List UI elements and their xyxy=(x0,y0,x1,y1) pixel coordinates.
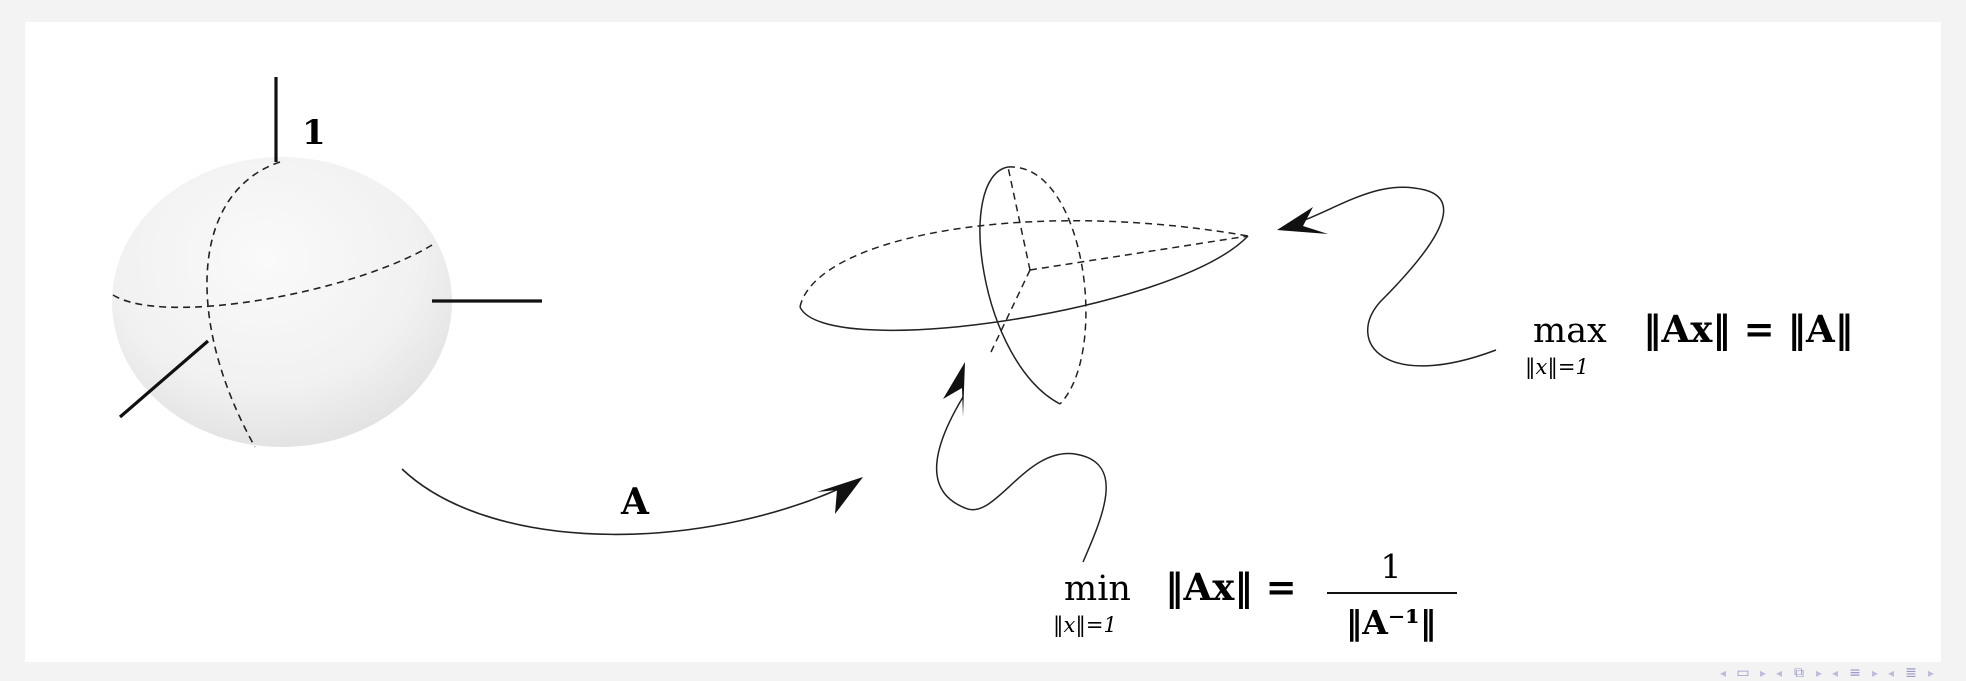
ellipsoid-axis-3 xyxy=(990,269,1031,353)
x-axis xyxy=(118,339,210,419)
max-equation-body: ‖Ax‖ = ‖A‖ xyxy=(1643,307,1853,352)
frame-icon[interactable]: ▭ xyxy=(1736,665,1750,681)
unit-sphere: 1 xyxy=(112,77,542,448)
max-operator: max xyxy=(1533,311,1607,351)
min-fraction-denominator: ‖A⁻¹‖ xyxy=(1346,603,1436,642)
ellipsoid-minor-back xyxy=(1007,166,1087,405)
ellipsoid-front-section xyxy=(799,235,1249,332)
min-subscript: ‖x‖=1 xyxy=(1053,613,1117,638)
min-equation-body: ‖Ax‖ = xyxy=(1165,565,1297,610)
map-arrow-head xyxy=(817,477,863,514)
svd-ellipsoid-diagram: 1 A max ‖x‖=1 ‖Ax‖ = ‖A‖ xyxy=(112,77,1853,642)
min-operator: min xyxy=(1064,569,1131,609)
nav-next-arrow[interactable]: ▸ xyxy=(1759,666,1767,680)
beamer-navigation-bar: ◂ ▭ ▸ ◂ ⧉ ▸ ◂ ≡ ▸ ◂ ≣ ▸ xyxy=(1718,660,1936,680)
max-subscript: ‖x‖=1 xyxy=(1525,355,1589,380)
nav-next-arrow[interactable]: ▸ xyxy=(1927,666,1935,680)
unit-length-label: 1 xyxy=(302,113,326,153)
max-annotation: max ‖x‖=1 ‖Ax‖ = ‖A‖ xyxy=(1277,186,1853,380)
sphere-surface xyxy=(112,157,452,447)
nav-prev-arrow[interactable]: ◂ xyxy=(1775,666,1783,680)
min-pointer-head xyxy=(943,362,965,417)
max-pointer-head xyxy=(1277,207,1328,234)
ellipsoid-back-section xyxy=(799,219,1249,308)
nav-prev-arrow[interactable]: ◂ xyxy=(1887,666,1895,680)
subsection-icon[interactable]: ≣ xyxy=(1905,665,1917,681)
map-arrow-curve xyxy=(401,468,861,536)
map-arrow: A xyxy=(401,468,863,536)
ellipsoid-axis-1 xyxy=(1029,235,1249,271)
min-pointer-curve xyxy=(935,396,1107,563)
nav-prev-arrow[interactable]: ◂ xyxy=(1831,666,1839,680)
sphere-meridian xyxy=(206,161,281,448)
ellipsoid-minor-front xyxy=(979,166,1061,405)
map-label-A: A xyxy=(620,481,650,523)
min-fraction-numerator: 1 xyxy=(1381,547,1402,586)
max-pointer-curve xyxy=(1284,186,1497,367)
ellipsoid-axis-2 xyxy=(1007,166,1031,271)
sphere-equator xyxy=(112,244,433,309)
slides-icon[interactable]: ⧉ xyxy=(1794,665,1804,681)
section-icon[interactable]: ≡ xyxy=(1849,665,1861,681)
min-annotation: min ‖x‖=1 ‖Ax‖ = 1 ‖A⁻¹‖ xyxy=(935,362,1457,642)
nav-prev-arrow[interactable]: ◂ xyxy=(1719,666,1727,680)
slide: 1 A max ‖x‖=1 ‖Ax‖ = ‖A‖ xyxy=(25,22,1941,662)
nav-next-arrow[interactable]: ▸ xyxy=(1871,666,1879,680)
nav-next-arrow[interactable]: ▸ xyxy=(1815,666,1823,680)
